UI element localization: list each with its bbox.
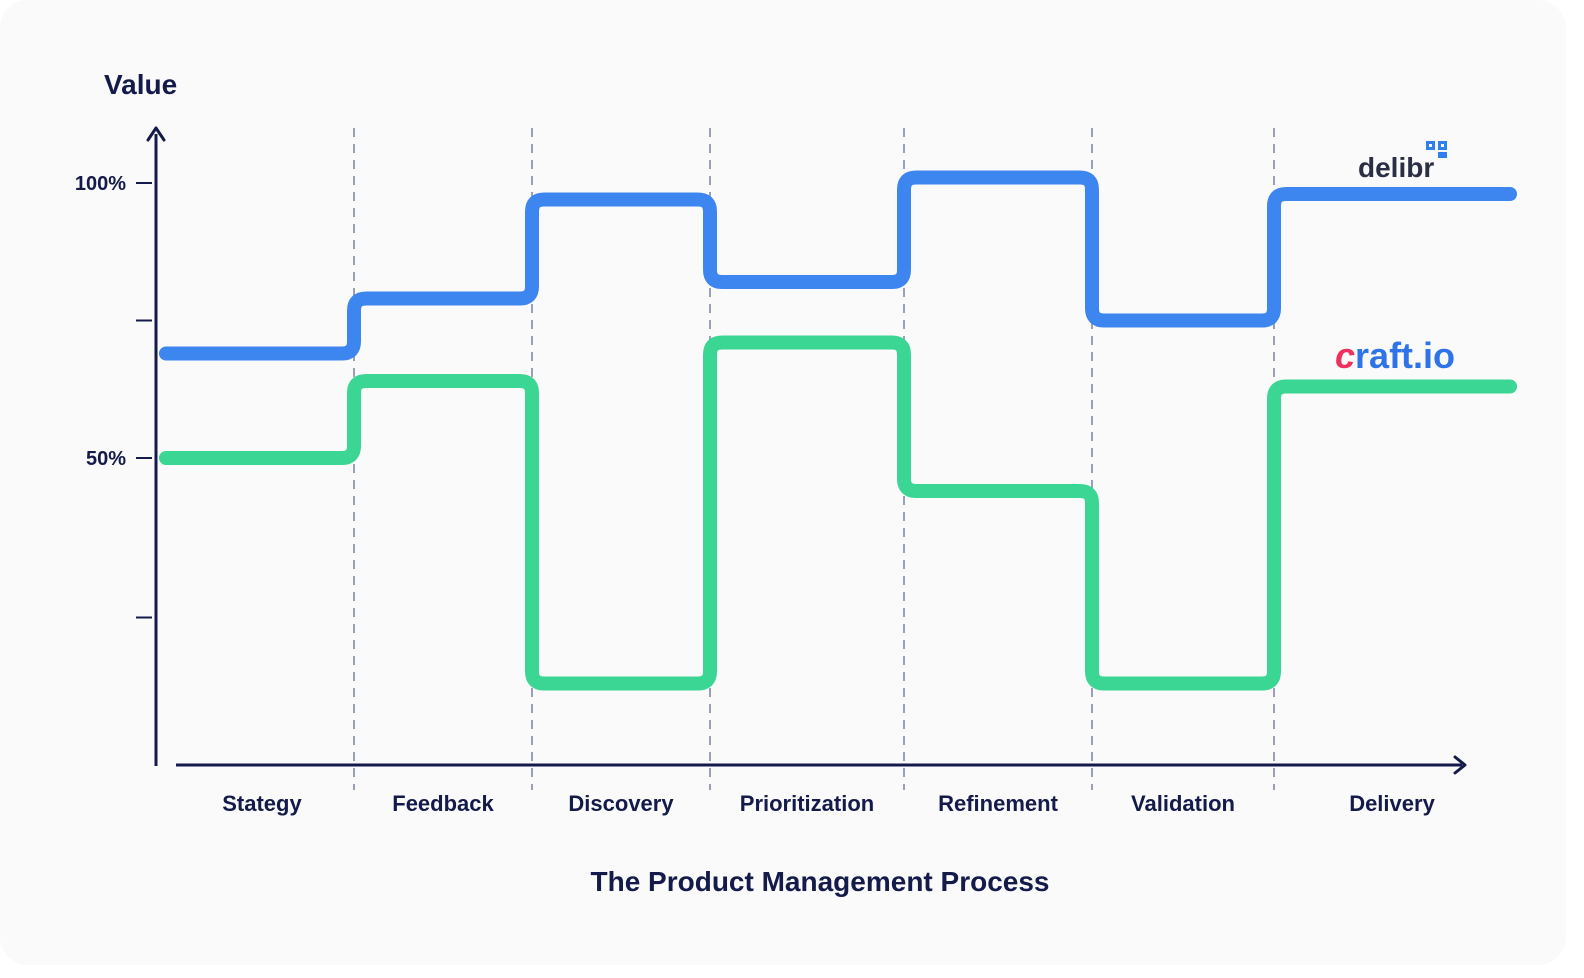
category-separators bbox=[353, 128, 1275, 790]
y-tick-label: 100% bbox=[75, 173, 126, 195]
category-label: Feedback bbox=[392, 791, 494, 816]
axes bbox=[146, 126, 1467, 775]
category-label: Refinement bbox=[938, 791, 1058, 816]
y-axis-label: Value bbox=[104, 69, 177, 100]
category-label: Prioritization bbox=[740, 791, 874, 816]
category-labels: Stategy Feedback Discovery Prioritization Re… bbox=[222, 791, 1435, 816]
y-ticks: 100% 50% bbox=[75, 173, 152, 619]
chart-card bbox=[0, 0, 1566, 965]
category-label: Discovery bbox=[568, 791, 674, 816]
craft-legend: craft.io bbox=[1335, 335, 1455, 376]
category-label: Validation bbox=[1131, 791, 1235, 816]
series-lines bbox=[159, 170, 1517, 691]
delibr-series-line bbox=[159, 170, 1517, 361]
craft-series-line bbox=[159, 335, 1517, 691]
x-axis-label: The Product Management Process bbox=[590, 866, 1049, 897]
y-tick-label: 50% bbox=[86, 448, 126, 470]
delibr-legend: delibr bbox=[1358, 141, 1447, 183]
x-axis-arrow bbox=[1453, 755, 1467, 775]
delibr-label: delibr bbox=[1358, 152, 1434, 183]
y-axis-arrow bbox=[146, 126, 166, 142]
category-label: Stategy bbox=[222, 791, 302, 816]
craft-label: craft.io bbox=[1335, 335, 1455, 376]
category-label: Delivery bbox=[1349, 791, 1435, 816]
delibr-logo-icon bbox=[1426, 141, 1447, 158]
